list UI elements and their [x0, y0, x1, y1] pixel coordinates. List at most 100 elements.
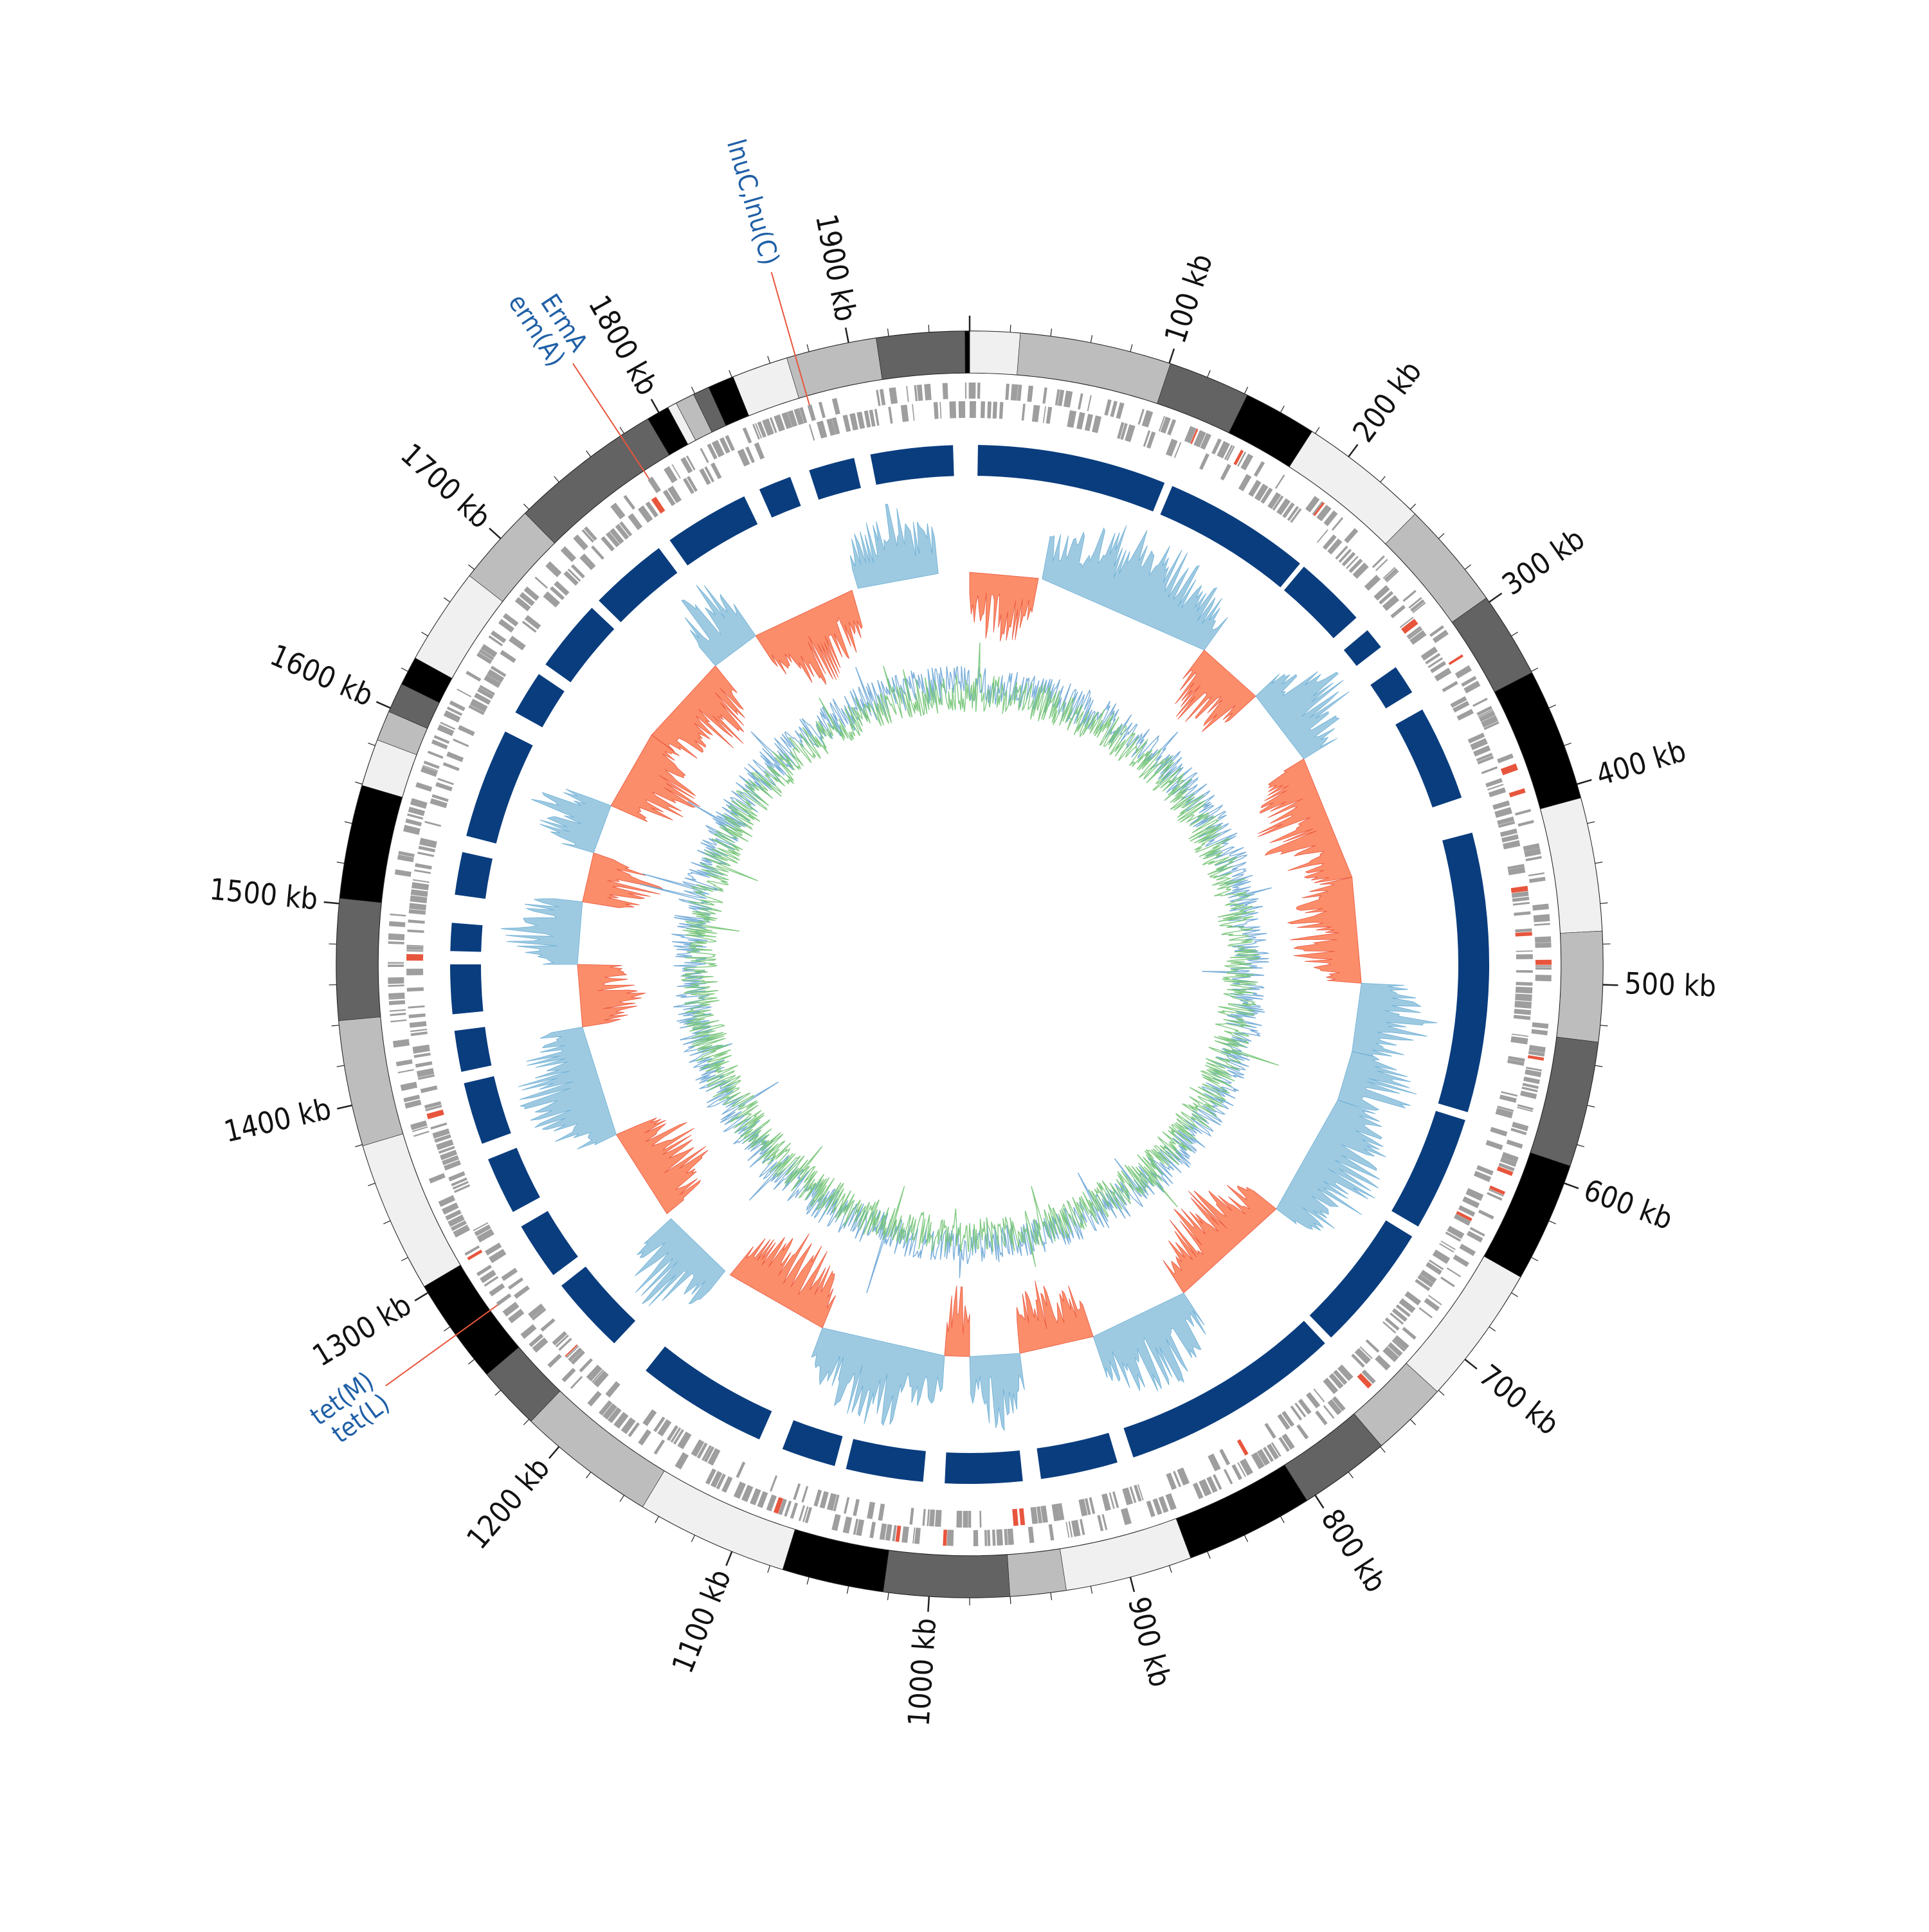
- gene-feature: [1032, 405, 1040, 422]
- gene-feature: [1375, 559, 1388, 571]
- tick-mark: [888, 329, 889, 336]
- tick-mark: [726, 1551, 732, 1566]
- tick-mark: [368, 743, 375, 746]
- gene-feature: [1520, 1090, 1537, 1099]
- tick-mark: [1381, 476, 1386, 482]
- gene-feature: [1534, 923, 1550, 926]
- gene-feature: [1514, 1009, 1532, 1015]
- gene-feature: [1487, 1192, 1502, 1200]
- gene-feature: [1317, 529, 1328, 543]
- gc-skew-segment: [1288, 877, 1361, 983]
- tick-mark: [1010, 325, 1011, 332]
- gene-feature: [1078, 393, 1083, 410]
- contig-block: [1557, 931, 1603, 1042]
- coverage-block: [466, 732, 533, 844]
- gene-feature: [1516, 970, 1533, 973]
- tick-mark: [376, 702, 390, 709]
- gene-feature: [820, 1491, 829, 1508]
- tick-mark: [1381, 1447, 1386, 1452]
- gene-feature: [409, 903, 426, 910]
- gc-skew-segment: [1042, 525, 1228, 650]
- gene-feature: [943, 383, 948, 399]
- gene-feature: [1092, 415, 1101, 433]
- tick-mark: [1410, 1420, 1415, 1425]
- gene-feature: [453, 739, 469, 747]
- gene-feature: [1101, 1494, 1111, 1511]
- gc-skew-segment: [531, 789, 611, 853]
- gene-feature: [407, 988, 424, 992]
- gene-feature: [388, 941, 404, 944]
- tick-mark: [1208, 1551, 1211, 1558]
- contig-block: [876, 331, 966, 379]
- tick-mark: [768, 1566, 770, 1573]
- tick-mark: [1587, 1105, 1595, 1107]
- gene-feature: [417, 852, 434, 857]
- gene-feature: [1510, 1036, 1528, 1045]
- gene-feature: [389, 921, 405, 927]
- gene-feature: [1004, 1529, 1008, 1545]
- tick-mark: [1489, 593, 1502, 602]
- gene-feature: [1403, 590, 1417, 602]
- gc-skew-segment: [1163, 1185, 1276, 1293]
- contig-block: [1386, 514, 1487, 622]
- gene-feature: [843, 1517, 853, 1533]
- gene-feature: [1008, 1528, 1014, 1545]
- gene-feature: [1049, 1524, 1055, 1541]
- gene-feature: [1219, 1449, 1230, 1466]
- gene-feature: [849, 413, 858, 430]
- tick-mark: [1564, 743, 1571, 746]
- coverage-block: [1438, 833, 1489, 1112]
- gene-feature: [844, 1497, 849, 1513]
- gene-feature: [412, 1045, 430, 1054]
- gene-feature: [743, 428, 752, 444]
- gene-feature: [1332, 517, 1343, 530]
- contig-block: [340, 786, 402, 903]
- tick-mark: [523, 504, 529, 510]
- tick-mark: [768, 356, 770, 363]
- gene-feature: [1104, 399, 1111, 416]
- tick-mark: [383, 1221, 390, 1224]
- coverage-block: [1344, 630, 1381, 666]
- gene-feature: [974, 1530, 979, 1546]
- gene-feature: [1390, 605, 1406, 618]
- gene-feature: [388, 934, 404, 941]
- tick-mark: [1130, 345, 1132, 352]
- gene-feature: [1516, 950, 1533, 952]
- gene-feature: [987, 1530, 990, 1546]
- gene-feature: [401, 1081, 417, 1091]
- gc-skew-segment: [756, 590, 862, 685]
- gc-skew-segment: [730, 1234, 835, 1328]
- gene-feature: [1516, 954, 1533, 959]
- tick-mark: [1577, 1144, 1584, 1146]
- gene-feature: [1515, 994, 1532, 1002]
- tick-mark: [469, 1359, 475, 1364]
- gc-skew-segment: [945, 1286, 970, 1357]
- gene-feature: [977, 383, 981, 399]
- gene-feature: [949, 401, 956, 418]
- tick-label-1500kb: 1500 kb: [208, 872, 320, 917]
- gene-feature: [1254, 461, 1265, 476]
- tick-mark: [1051, 329, 1052, 336]
- gene-feature: [406, 954, 423, 961]
- contig-block: [339, 1017, 403, 1146]
- gene-feature: [1043, 406, 1046, 423]
- gene-feature: [414, 869, 431, 874]
- tick-mark: [489, 528, 501, 539]
- gene-feature: [1535, 960, 1552, 965]
- contig-block: [531, 1391, 664, 1507]
- gene-feature: [1514, 1001, 1532, 1009]
- gene-feature: [388, 993, 404, 998]
- gc-skew-segment: [1017, 1281, 1093, 1353]
- gc-content-ring: [640, 642, 1279, 1293]
- gene-feature: [570, 1376, 583, 1389]
- coverage-block: [1037, 1433, 1117, 1479]
- coverage-block: [450, 923, 482, 952]
- gene-feature: [421, 1085, 438, 1093]
- tick-mark: [1091, 335, 1092, 343]
- tick-mark: [1549, 705, 1556, 708]
- tick-mark: [324, 902, 340, 903]
- tick-mark: [847, 1586, 848, 1594]
- gene-feature: [856, 411, 865, 429]
- gene-feature: [547, 1354, 561, 1368]
- gene-feature: [410, 1021, 427, 1027]
